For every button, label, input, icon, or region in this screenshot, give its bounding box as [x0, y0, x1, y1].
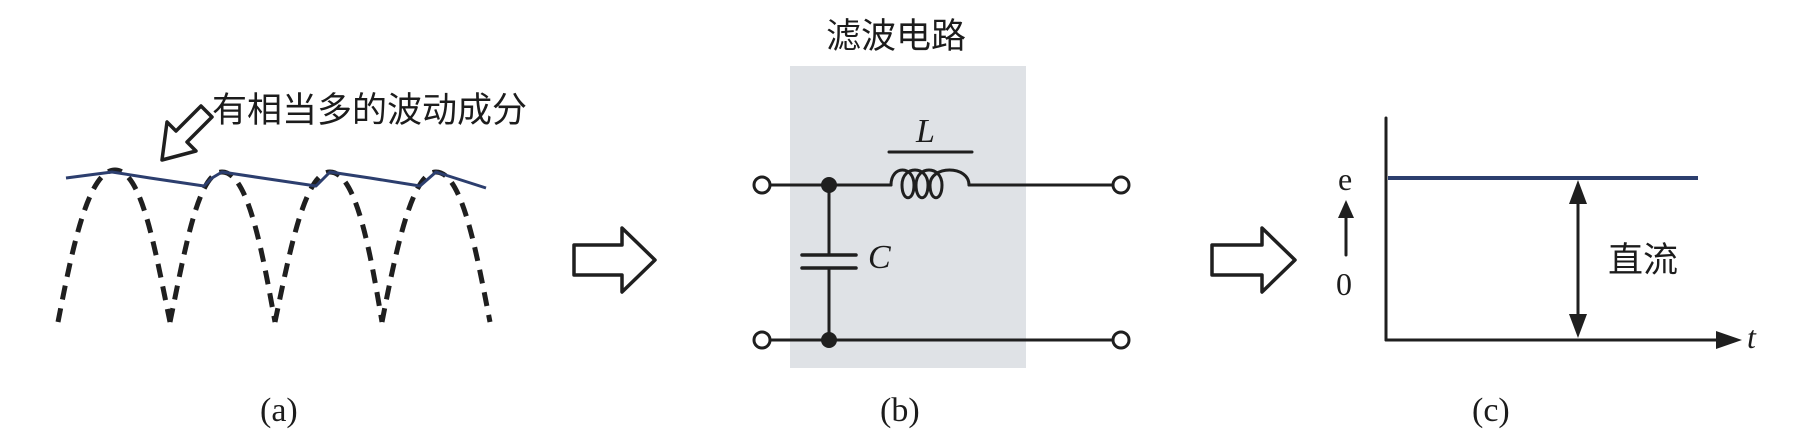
annotation-arrow-icon — [160, 104, 214, 162]
flow-arrow-icon — [572, 226, 657, 294]
caption-c: (c) — [1472, 392, 1510, 429]
y-label-e: e — [1338, 161, 1352, 197]
ripple-annotation: 有相当多的波动成分 — [212, 91, 527, 131]
junction-dot-top — [821, 177, 837, 193]
output-terminal-bottom — [1111, 330, 1131, 350]
inductor-symbol — [889, 168, 971, 200]
dc-label: 直流 — [1608, 241, 1678, 281]
caption-b: (b) — [880, 392, 920, 429]
inductor-label: L — [915, 113, 935, 150]
output-terminal-top — [1111, 175, 1131, 195]
dc-arrowhead-bottom-icon — [1569, 314, 1587, 338]
panel-b: 滤波电路 C L (b) — [752, 17, 1131, 429]
panel-a: 有相当多的波动成分 (a) — [55, 91, 527, 429]
y-label-zero: 0 — [1336, 266, 1352, 302]
input-terminal-top — [752, 175, 772, 195]
panel-c: t e 0 直流 (c) — [1336, 116, 1757, 429]
ripple-envelope-line — [65, 170, 487, 190]
x-axis-label: t — [1747, 319, 1757, 355]
junction-dot-bottom — [821, 332, 837, 348]
x-axis-arrowhead-icon — [1716, 331, 1742, 349]
flow-arrow-icon — [1210, 226, 1297, 294]
capacitor-label: C — [868, 239, 891, 276]
caption-a: (a) — [260, 392, 298, 429]
circuit-terminals — [752, 175, 1131, 350]
y-indicator-arrowhead-icon — [1338, 200, 1354, 218]
input-terminal-bottom — [752, 330, 772, 350]
filter-shaded-box — [790, 66, 1026, 368]
rectified-wave-dashed — [55, 167, 493, 323]
capacitor-symbol — [800, 253, 858, 270]
axes — [1384, 116, 1722, 342]
dc-arrowhead-top-icon — [1569, 180, 1587, 204]
filter-title: 滤波电路 — [826, 17, 966, 57]
